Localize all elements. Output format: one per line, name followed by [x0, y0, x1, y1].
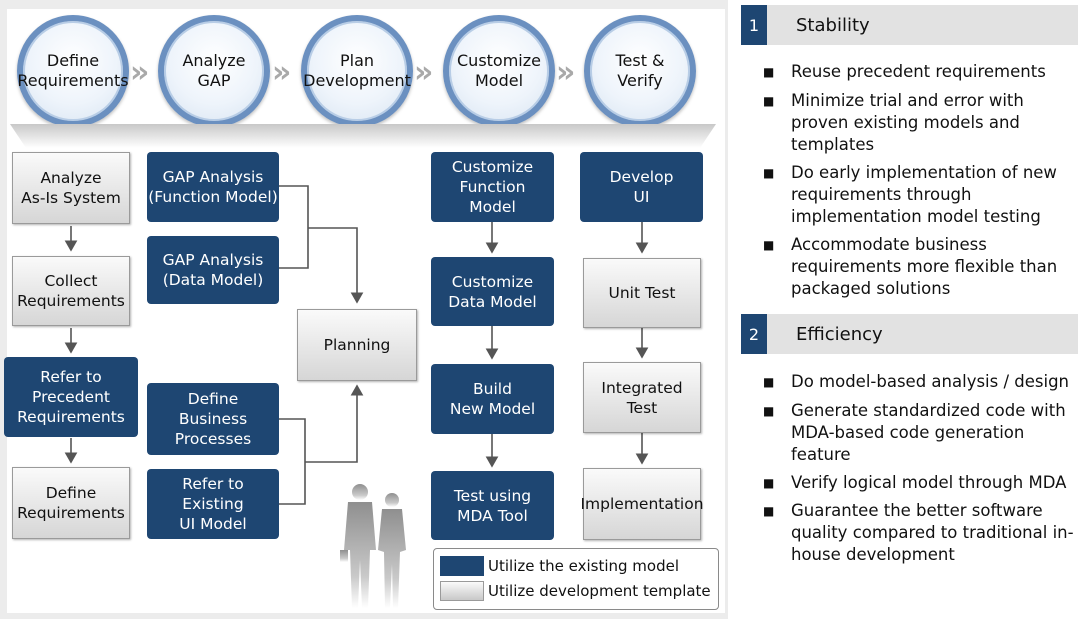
step-label: Define Requirements	[17, 484, 125, 522]
section-title: Efficiency	[796, 323, 883, 345]
section-number: 2	[741, 314, 767, 354]
legend: Utilize the existing model Utilize devel…	[433, 548, 719, 610]
bullet-item: ■Verify logical model through MDA	[763, 472, 1083, 494]
chevron-right-icon: »	[130, 55, 150, 90]
legend-label: Utilize development template	[488, 582, 711, 600]
phase-plan-development: Plan Development	[301, 15, 413, 127]
step-define-requirements: Define Requirements	[12, 467, 130, 539]
phase-analyze-gap: Analyze GAP	[158, 15, 270, 127]
step-label: Integrated Test	[601, 378, 683, 417]
step-label: Analyze As-Is System	[21, 169, 121, 207]
step-label: Customize Function Model	[451, 158, 534, 216]
step-label: Test using MDA Tool	[453, 486, 532, 525]
step-implementation: Implementation	[580, 468, 704, 540]
step-planning: Planning	[297, 309, 417, 381]
phase-label: Customize Model	[457, 51, 541, 90]
step-gap-data: GAP Analysis (Data Model)	[147, 236, 279, 304]
bullet-item: ■Do model-based analysis / design	[763, 371, 1083, 393]
legend-label: Utilize the existing model	[488, 557, 679, 575]
step-label: Build New Model	[449, 380, 536, 418]
step-customize-data: Customize Data Model	[431, 257, 554, 326]
business-people-illustration	[340, 484, 406, 608]
bullet-item: ■Generate standardized code with MDA-bas…	[763, 400, 1083, 466]
step-label: GAP Analysis (Data Model)	[162, 251, 264, 289]
phase-fan-divider	[10, 124, 716, 148]
step-label: Define Business Processes	[174, 390, 252, 448]
phase-label: Plan Development	[303, 51, 411, 90]
step-integrated-test: Integrated Test	[583, 362, 701, 433]
phase-label: Test & Verify	[615, 51, 665, 90]
chevron-right-icon: »	[414, 55, 434, 90]
bullet-text: Guarantee the better software quality co…	[791, 501, 1074, 564]
section-title: Stability	[796, 14, 870, 36]
bullet-text: Do model-based analysis / design	[791, 372, 1070, 391]
bullet-text: Do early implementation of new requireme…	[791, 163, 1057, 226]
step-test-mda: Test using MDA Tool	[431, 471, 554, 540]
legend-swatch-template	[440, 581, 484, 601]
step-refer-precedent: Refer to Precedent Requirements	[4, 357, 138, 437]
step-define-business-processes: Define Business Processes	[147, 383, 279, 455]
phase-label: Define Requirements	[17, 51, 129, 90]
legend-swatch-existing	[440, 556, 484, 576]
flow-connectors	[64, 185, 649, 505]
step-analyze-as-is: Analyze As-Is System	[12, 152, 130, 224]
step-label: GAP Analysis (Function Model)	[148, 168, 278, 206]
benefits-panel: 1 Stability ■Reuse precedent requirement…	[741, 0, 1088, 619]
step-build-new-model: Build New Model	[431, 364, 554, 434]
section-header-efficiency: 2 Efficiency	[741, 314, 1078, 354]
bullet-text: Generate standardized code with MDA-base…	[791, 401, 1066, 464]
step-gap-function: GAP Analysis (Function Model)	[147, 152, 279, 222]
step-label: Customize Data Model	[448, 272, 537, 311]
chevron-right-icon: »	[556, 55, 576, 90]
step-collect-requirements: Collect Requirements	[12, 256, 130, 326]
phase-customize-model: Customize Model	[443, 15, 555, 127]
legend-item-existing: Utilize the existing model	[440, 556, 679, 576]
step-unit-test: Unit Test	[583, 258, 701, 328]
step-label: Refer to Precedent Requirements	[17, 368, 125, 426]
phase-define-requirements: Define Requirements	[17, 15, 129, 127]
section-header-stability: 1 Stability	[741, 5, 1078, 45]
bullet-item: ■Accommodate business requirements more …	[763, 234, 1083, 300]
section-number: 1	[741, 5, 767, 45]
step-refer-ui-model: Refer to Existing UI Model	[147, 469, 279, 539]
bullet-item: ■Reuse precedent requirements	[763, 61, 1083, 83]
bullet-item: ■Do early implementation of new requirem…	[763, 162, 1083, 228]
bullet-item: ■Guarantee the better software quality c…	[763, 500, 1083, 566]
bullet-item: ■Minimize trial and error with proven ex…	[763, 90, 1083, 156]
step-label: Collect Requirements	[17, 272, 125, 310]
bullet-text: Reuse precedent requirements	[791, 62, 1046, 81]
chevron-right-icon: »	[272, 55, 292, 90]
step-develop-ui: Develop UI	[580, 152, 703, 222]
step-label: Planning	[323, 336, 391, 354]
process-diagram-panel: Define Requirements Analyze GAP Plan Dev…	[0, 0, 728, 619]
bullet-text: Accommodate business requirements more f…	[791, 235, 1058, 298]
step-label: Refer to Existing UI Model	[179, 475, 247, 533]
step-customize-function: Customize Function Model	[431, 152, 554, 222]
bullet-text: Verify logical model through MDA	[791, 473, 1067, 492]
step-label: Implementation	[580, 495, 704, 513]
bullet-text: Minimize trial and error with proven exi…	[791, 91, 1024, 154]
step-label: Unit Test	[608, 284, 676, 302]
step-label: Develop UI	[609, 168, 674, 206]
legend-item-template: Utilize development template	[440, 581, 711, 601]
phase-label: Analyze GAP	[182, 51, 246, 90]
